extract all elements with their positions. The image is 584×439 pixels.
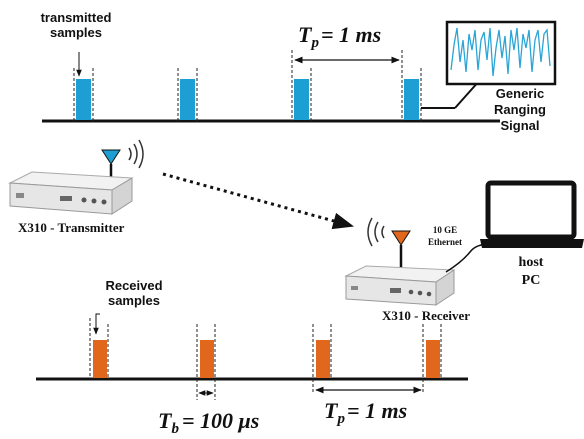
rx-samples-pointer xyxy=(93,313,100,335)
host-label-line1: host xyxy=(519,255,544,270)
rx-sample-1 xyxy=(93,340,107,378)
tx-sample-2 xyxy=(180,79,195,120)
transmitter-label: X310 - Transmitter xyxy=(18,220,125,235)
tx-period-subscript: p xyxy=(309,35,319,51)
ranging-signal-waveform xyxy=(450,27,551,77)
rx-period-value: = 1 ms xyxy=(347,398,407,423)
rx-timeline xyxy=(36,318,468,400)
tx-period-symbol: T xyxy=(298,22,313,47)
svg-text:Tp= 1 ms: Tp= 1 ms xyxy=(324,398,407,427)
signal-label-line3: Signal xyxy=(500,118,539,133)
tx-period-annotation: Tp= 1 ms xyxy=(294,22,400,64)
rx-sample-4 xyxy=(426,340,440,378)
svg-text:Tp= 1 ms: Tp= 1 ms xyxy=(298,22,381,51)
tx-sample-1 xyxy=(76,79,91,120)
host-label-line2: PC xyxy=(522,273,541,288)
signal-label-line2: Ranging xyxy=(494,102,546,117)
svg-text:Tb= 100 μs: Tb= 100 μs xyxy=(158,408,259,437)
ethernet-cable xyxy=(445,243,491,273)
rx-sample-2 xyxy=(200,340,214,378)
signal-label-line1: Generic xyxy=(496,86,544,101)
rx-samples-label-line2: samples xyxy=(108,293,160,308)
tx-sample-3 xyxy=(294,79,309,120)
receiver-label: X310 - Receiver xyxy=(382,308,470,323)
rx-period-symbol: T xyxy=(324,398,339,423)
transmitter-device-icon xyxy=(8,171,134,215)
tx-samples-label-line2: samples xyxy=(50,25,102,40)
wireless-link-arrow xyxy=(162,172,355,230)
ethernet-label-line1: 10 GE xyxy=(433,225,457,235)
rx-sample-width-subscript: b xyxy=(171,421,179,437)
ranging-signal-box xyxy=(445,20,557,86)
tx-period-value: = 1 ms xyxy=(321,22,381,47)
tx-timeline xyxy=(42,50,500,123)
tx-samples-label-line1: transmitted xyxy=(41,10,112,25)
receiver-device-icon xyxy=(344,265,456,306)
rx-samples-label-line1: Received xyxy=(105,278,162,293)
ethernet-label-line2: Ethernet xyxy=(428,237,462,247)
rx-sample-width-symbol: T xyxy=(158,408,173,433)
tx-sample-4 xyxy=(404,79,419,120)
rx-sample-3 xyxy=(316,340,330,378)
laptop-icon xyxy=(480,180,584,248)
rx-period-subscript: p xyxy=(335,411,345,427)
rx-sample-width-value: = 100 μs xyxy=(182,408,259,433)
